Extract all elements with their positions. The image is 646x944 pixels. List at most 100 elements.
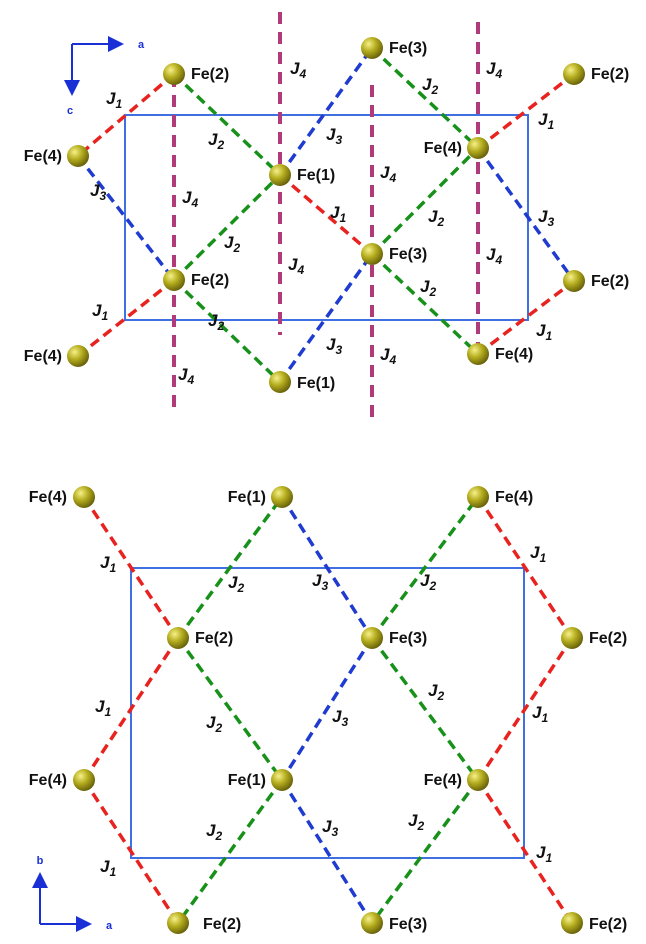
atom-fe3: Fe(3) bbox=[361, 912, 427, 934]
atom-fe1: Fe(1) bbox=[269, 371, 335, 393]
label-j2: J2 bbox=[224, 233, 240, 255]
label-j2: J2 bbox=[208, 311, 224, 333]
svg-text:Fe(4): Fe(4) bbox=[495, 346, 533, 363]
atom-fe1: Fe(1) bbox=[269, 164, 335, 186]
svg-text:Fe(4): Fe(4) bbox=[24, 348, 62, 365]
label-j4: J4 bbox=[288, 255, 304, 277]
top-j3-bonds bbox=[76, 46, 576, 384]
bottom-j1-bonds bbox=[82, 496, 574, 924]
atom-fe2: Fe(2) bbox=[167, 912, 241, 934]
svg-text:Fe(2): Fe(2) bbox=[191, 272, 229, 289]
svg-text:Fe(1): Fe(1) bbox=[228, 489, 266, 506]
label-j2: J2 bbox=[422, 75, 438, 97]
bottom-j3-bonds bbox=[280, 496, 374, 924]
atom-fe1: Fe(1) bbox=[228, 486, 293, 508]
atom-fe3: Fe(3) bbox=[361, 627, 427, 649]
label-j1: J1 bbox=[100, 553, 116, 575]
label-j1: J1 bbox=[100, 857, 116, 879]
svg-text:Fe(1): Fe(1) bbox=[297, 375, 335, 392]
label-j4: J4 bbox=[182, 188, 198, 210]
label-j1: J1 bbox=[536, 321, 552, 343]
atom-fe4: Fe(4) bbox=[467, 343, 533, 365]
label-j1: J1 bbox=[530, 543, 546, 565]
svg-text:Fe(4): Fe(4) bbox=[29, 489, 67, 506]
bottom-j-labels: J1 J1 J2 J3 J2 J2 J1 J1 J2 J3 J2 J3 J2 J… bbox=[95, 543, 552, 879]
top-j-labels: J1 J4 J4 J2 J1 J2 J3 J4 J3 J4 J1 J2 J3 J… bbox=[90, 59, 554, 387]
label-j2: J2 bbox=[420, 277, 436, 299]
svg-text:Fe(3): Fe(3) bbox=[389, 40, 427, 57]
label-j2: J2 bbox=[206, 713, 222, 735]
label-j2: J2 bbox=[420, 571, 436, 593]
top-j1-bonds bbox=[76, 72, 576, 358]
label-j4: J4 bbox=[380, 345, 396, 367]
bottom-unit-cell bbox=[130, 567, 525, 859]
axis-label-a: a bbox=[106, 920, 113, 932]
label-j1: J1 bbox=[536, 843, 552, 865]
svg-text:Fe(4): Fe(4) bbox=[424, 772, 462, 789]
atom-fe2: Fe(2) bbox=[563, 270, 629, 292]
atom-fe4: Fe(4) bbox=[29, 769, 95, 791]
svg-text:Fe(4): Fe(4) bbox=[29, 772, 67, 789]
label-j1: J1 bbox=[330, 203, 346, 225]
label-j4: J4 bbox=[486, 59, 502, 81]
svg-text:Fe(4): Fe(4) bbox=[24, 148, 62, 165]
label-j2: J2 bbox=[228, 573, 244, 595]
label-j3: J3 bbox=[326, 335, 342, 357]
svg-text:Fe(2): Fe(2) bbox=[589, 630, 627, 647]
atom-fe3: Fe(3) bbox=[361, 243, 427, 265]
atom-fe2: Fe(2) bbox=[163, 63, 229, 85]
label-j1: J1 bbox=[95, 697, 111, 719]
svg-text:Fe(3): Fe(3) bbox=[389, 916, 427, 933]
atom-fe2: Fe(2) bbox=[163, 269, 229, 291]
top-panel: a c bbox=[24, 12, 629, 420]
atom-fe4: Fe(4) bbox=[24, 345, 89, 367]
atom-fe2: Fe(2) bbox=[561, 912, 627, 934]
label-j3: J3 bbox=[90, 181, 106, 203]
label-j2: J2 bbox=[428, 207, 444, 229]
label-j3: J3 bbox=[332, 707, 348, 729]
top-axes-indicator: a c bbox=[64, 36, 145, 117]
svg-text:Fe(3): Fe(3) bbox=[389, 246, 427, 263]
svg-text:Fe(4): Fe(4) bbox=[424, 140, 462, 157]
label-j1: J1 bbox=[106, 89, 122, 111]
label-j4: J4 bbox=[380, 163, 396, 185]
svg-text:Fe(3): Fe(3) bbox=[389, 630, 427, 647]
atom-fe4: Fe(4) bbox=[24, 145, 89, 167]
svg-text:Fe(1): Fe(1) bbox=[228, 772, 266, 789]
bottom-atoms: Fe(4) Fe(1) Fe(4) Fe(2) Fe(3) Fe(2) Fe(4… bbox=[29, 486, 627, 934]
svg-text:Fe(4): Fe(4) bbox=[495, 489, 533, 506]
label-j2: J2 bbox=[408, 811, 424, 833]
label-j4: J4 bbox=[178, 365, 194, 387]
label-j1: J1 bbox=[538, 110, 554, 132]
svg-text:Fe(2): Fe(2) bbox=[203, 916, 241, 933]
label-j3: J3 bbox=[538, 207, 554, 229]
axis-label-c: c bbox=[67, 105, 73, 117]
label-j2: J2 bbox=[206, 821, 222, 843]
atom-fe4: Fe(4) bbox=[467, 486, 533, 508]
svg-text:Fe(2): Fe(2) bbox=[591, 273, 629, 290]
label-j2: J2 bbox=[208, 130, 224, 152]
bottom-axes-indicator: a b bbox=[32, 855, 113, 932]
label-j3: J3 bbox=[326, 125, 342, 147]
axis-label-b: b bbox=[37, 855, 44, 867]
top-j2-bonds bbox=[172, 46, 480, 384]
label-j4: J4 bbox=[290, 59, 306, 81]
bottom-j2-bonds bbox=[176, 495, 480, 925]
atom-fe4: Fe(4) bbox=[424, 137, 489, 159]
svg-text:Fe(2): Fe(2) bbox=[191, 66, 229, 83]
label-j2: J2 bbox=[428, 681, 444, 703]
label-j3: J3 bbox=[322, 817, 338, 839]
bottom-panel: Fe(4) Fe(1) Fe(4) Fe(2) Fe(3) Fe(2) Fe(4… bbox=[29, 486, 627, 934]
top-atoms: Fe(2) Fe(3) Fe(2) Fe(4) Fe(1) Fe(4) Fe(2… bbox=[24, 37, 629, 393]
axis-label-a: a bbox=[138, 39, 145, 51]
svg-text:Fe(2): Fe(2) bbox=[591, 66, 629, 83]
svg-text:Fe(1): Fe(1) bbox=[297, 167, 335, 184]
svg-text:Fe(2): Fe(2) bbox=[195, 630, 233, 647]
atom-fe2: Fe(2) bbox=[563, 63, 629, 85]
svg-text:Fe(2): Fe(2) bbox=[589, 916, 627, 933]
atom-fe4: Fe(4) bbox=[424, 769, 489, 791]
label-j1: J1 bbox=[92, 301, 108, 323]
atom-fe3: Fe(3) bbox=[361, 37, 427, 59]
label-j4: J4 bbox=[486, 245, 502, 267]
